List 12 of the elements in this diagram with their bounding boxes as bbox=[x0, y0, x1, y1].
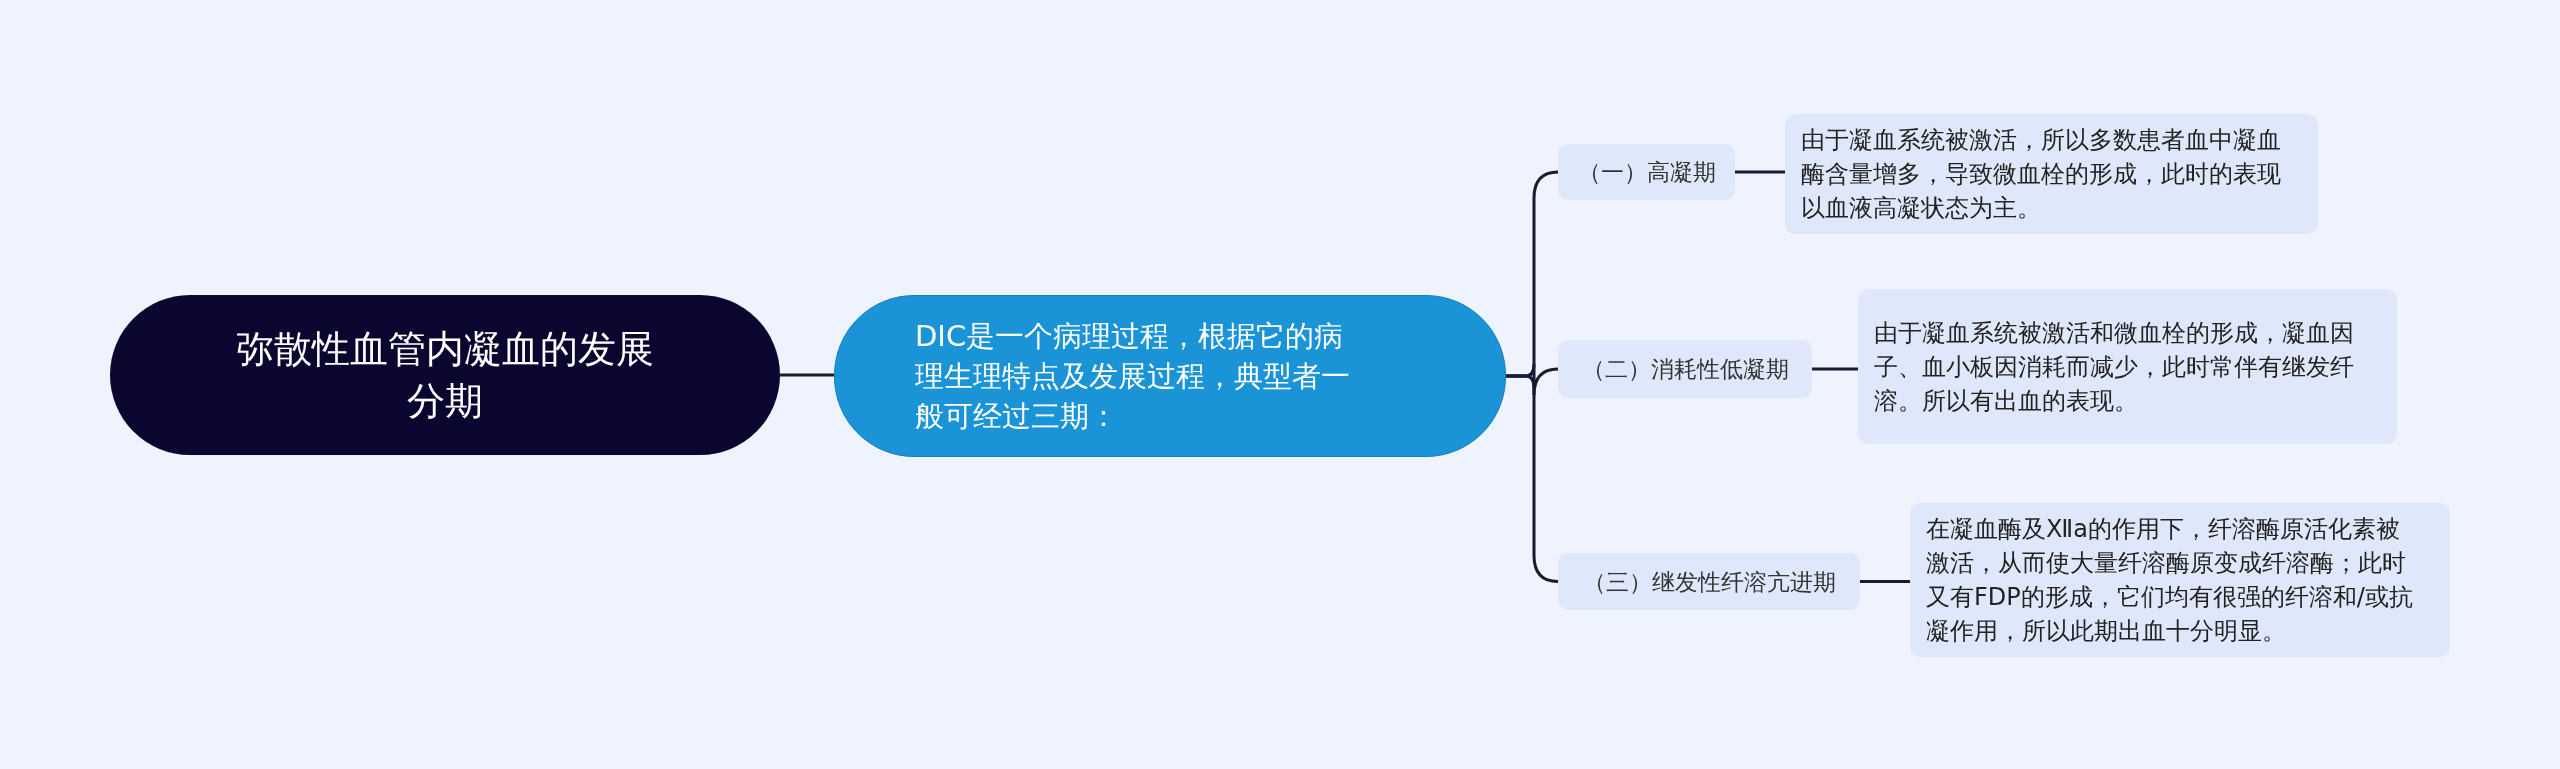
branch-topic: （一）高凝期 bbox=[1558, 144, 1735, 200]
detail-card: 由于凝血系统被激活和微血栓的形成，凝血因子、血小板因消耗而减少，此时常伴有继发纤溶。所以有出血的表现。 bbox=[1858, 289, 2397, 444]
central-topic: 弥散性血管内凝血的发展分期 bbox=[110, 295, 780, 455]
branch-topic: （三）继发性纤溶亢进期 bbox=[1558, 553, 1860, 610]
detail-card: 在凝血酶及Ⅻa的作用下，纤溶酶原活化素被激活，从而使大量纤溶酶原变成纤溶酶；此时又有FDP的形成，它们均有很强的纤溶和/或抗凝作用，所以此期出血十分明显。 bbox=[1910, 503, 2450, 657]
connector-line bbox=[780, 373, 834, 377]
connector-line bbox=[1812, 367, 1858, 371]
detail-card: 由于凝血系统被激活，所以多数患者血中凝血酶含量增多，导致微血栓的形成，此时的表现以血液高凝状态为主。 bbox=[1785, 114, 2318, 234]
branch-topic: （二）消耗性低凝期 bbox=[1558, 340, 1812, 398]
main-topic: DIC是一个病理过程，根据它的病理生理特点及发展过程，典型者一般可经过三期： bbox=[834, 295, 1506, 457]
connector-line bbox=[1860, 580, 1910, 583]
connector-line bbox=[1735, 170, 1785, 174]
